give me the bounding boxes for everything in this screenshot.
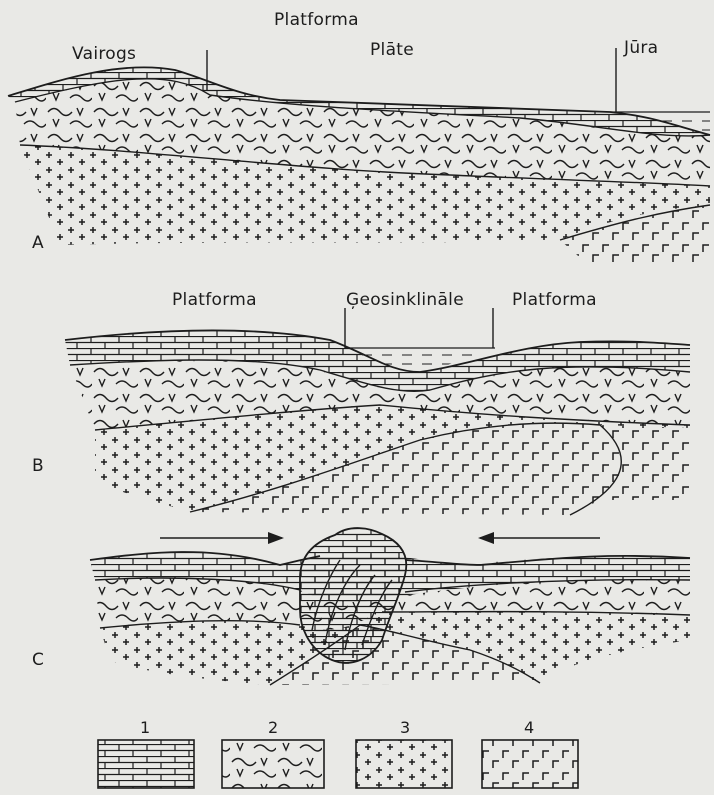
panel-b-section <box>65 308 690 515</box>
label-vairogs: Vairogs <box>72 44 136 64</box>
c-right-arrowhead <box>478 532 494 544</box>
legend <box>98 740 578 788</box>
panel-a-section <box>8 48 710 262</box>
legend-number-1: 1 <box>140 718 150 737</box>
label-jura: Jūra <box>624 38 658 58</box>
legend-swatch-1 <box>98 740 194 788</box>
panel-c-section <box>90 528 690 685</box>
legend-swatch-2 <box>222 740 324 788</box>
label-platforma-a: Platforma <box>274 10 359 30</box>
section-letter-b: B <box>32 456 44 476</box>
label-plate: Plāte <box>370 40 414 60</box>
legend-swatch-4 <box>482 740 578 788</box>
legend-swatch-3 <box>356 740 452 788</box>
label-platforma-b-left: Platforma <box>172 290 257 310</box>
label-platforma-b-right: Platforma <box>512 290 597 310</box>
legend-number-4: 4 <box>524 718 534 737</box>
c-left-arrowhead <box>268 532 284 544</box>
legend-number-2: 2 <box>268 718 278 737</box>
legend-number-3: 3 <box>400 718 410 737</box>
section-letter-a: A <box>32 233 44 253</box>
label-geosinklinale: Ģeosinklināle <box>346 290 464 310</box>
section-letter-c: C <box>32 650 44 670</box>
